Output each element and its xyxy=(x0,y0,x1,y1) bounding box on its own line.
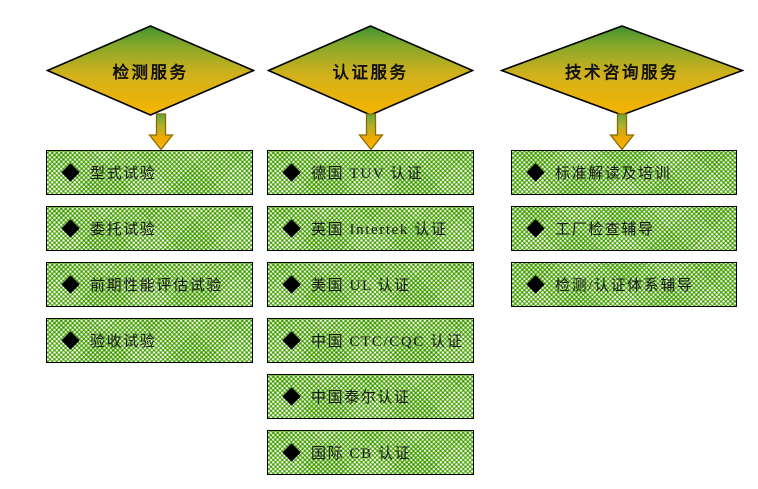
diamond-bullet-icon xyxy=(282,331,301,350)
diamond-bullet-icon xyxy=(61,331,80,350)
diamond-bullet-icon xyxy=(282,443,301,462)
arrow-certification-services xyxy=(358,113,384,151)
list-item-label: 英国 Intertek 认证 xyxy=(311,222,448,238)
list-item[interactable]: 验收试验 xyxy=(46,318,253,363)
list-item[interactable]: 前期性能评估试验 xyxy=(46,262,253,307)
column-header-testing-services[interactable]: 检测服务 xyxy=(46,25,255,116)
diamond-bullet-icon xyxy=(282,275,301,294)
diamond-shape xyxy=(500,25,744,116)
diamond-shape xyxy=(46,25,255,116)
column-header-certification-services[interactable]: 认证服务 xyxy=(267,25,474,116)
diamond-bullet-icon xyxy=(526,219,545,238)
arrow-testing-services xyxy=(148,113,174,151)
list-item[interactable]: 标准解读及培训 xyxy=(511,150,737,195)
diamond-bullet-icon xyxy=(61,163,80,182)
diamond-bullet-icon xyxy=(282,163,301,182)
list-item-label: 型式试验 xyxy=(90,166,157,182)
list-item-label: 验收试验 xyxy=(90,334,157,350)
list-item[interactable]: 美国 UL 认证 xyxy=(267,262,474,307)
diamond-bullet-icon xyxy=(526,163,545,182)
list-item[interactable]: 中国泰尔认证 xyxy=(267,374,474,419)
list-item[interactable]: 中国 CTC/CQC 认证 xyxy=(267,318,474,363)
list-item[interactable]: 英国 Intertek 认证 xyxy=(267,206,474,251)
list-item-label: 前期性能评估试验 xyxy=(90,278,223,294)
diamond-bullet-icon xyxy=(61,275,80,294)
diamond-bullet-icon xyxy=(61,219,80,238)
list-item-label: 美国 UL 认证 xyxy=(311,278,411,294)
list-item-label: 国际 CB 认证 xyxy=(311,446,412,462)
list-item[interactable]: 德国 TUV 认证 xyxy=(267,150,474,195)
column-header-technical-consulting-services[interactable]: 技术咨询服务 xyxy=(500,25,744,116)
arrow-technical-consulting-services xyxy=(609,113,635,151)
list-item-label: 委托试验 xyxy=(90,222,157,238)
list-item[interactable]: 委托试验 xyxy=(46,206,253,251)
list-item-label: 德国 TUV 认证 xyxy=(311,166,424,182)
list-item[interactable]: 国际 CB 认证 xyxy=(267,430,474,475)
list-item-label: 检测/认证体系辅导 xyxy=(555,278,694,294)
down-arrow-icon xyxy=(358,113,384,151)
list-item-label: 工厂检查辅导 xyxy=(555,222,655,238)
diamond-bullet-icon xyxy=(282,219,301,238)
list-item-label: 标准解读及培训 xyxy=(555,166,672,182)
list-item[interactable]: 工厂检查辅导 xyxy=(511,206,737,251)
diamond-bullet-icon xyxy=(282,387,301,406)
list-item[interactable]: 检测/认证体系辅导 xyxy=(511,262,737,307)
down-arrow-icon xyxy=(609,113,635,151)
diamond-bullet-icon xyxy=(526,275,545,294)
list-item-label: 中国 CTC/CQC 认证 xyxy=(311,334,464,350)
list-item-label: 中国泰尔认证 xyxy=(311,390,411,406)
list-item[interactable]: 型式试验 xyxy=(46,150,253,195)
diamond-shape xyxy=(267,25,474,116)
down-arrow-icon xyxy=(148,113,174,151)
